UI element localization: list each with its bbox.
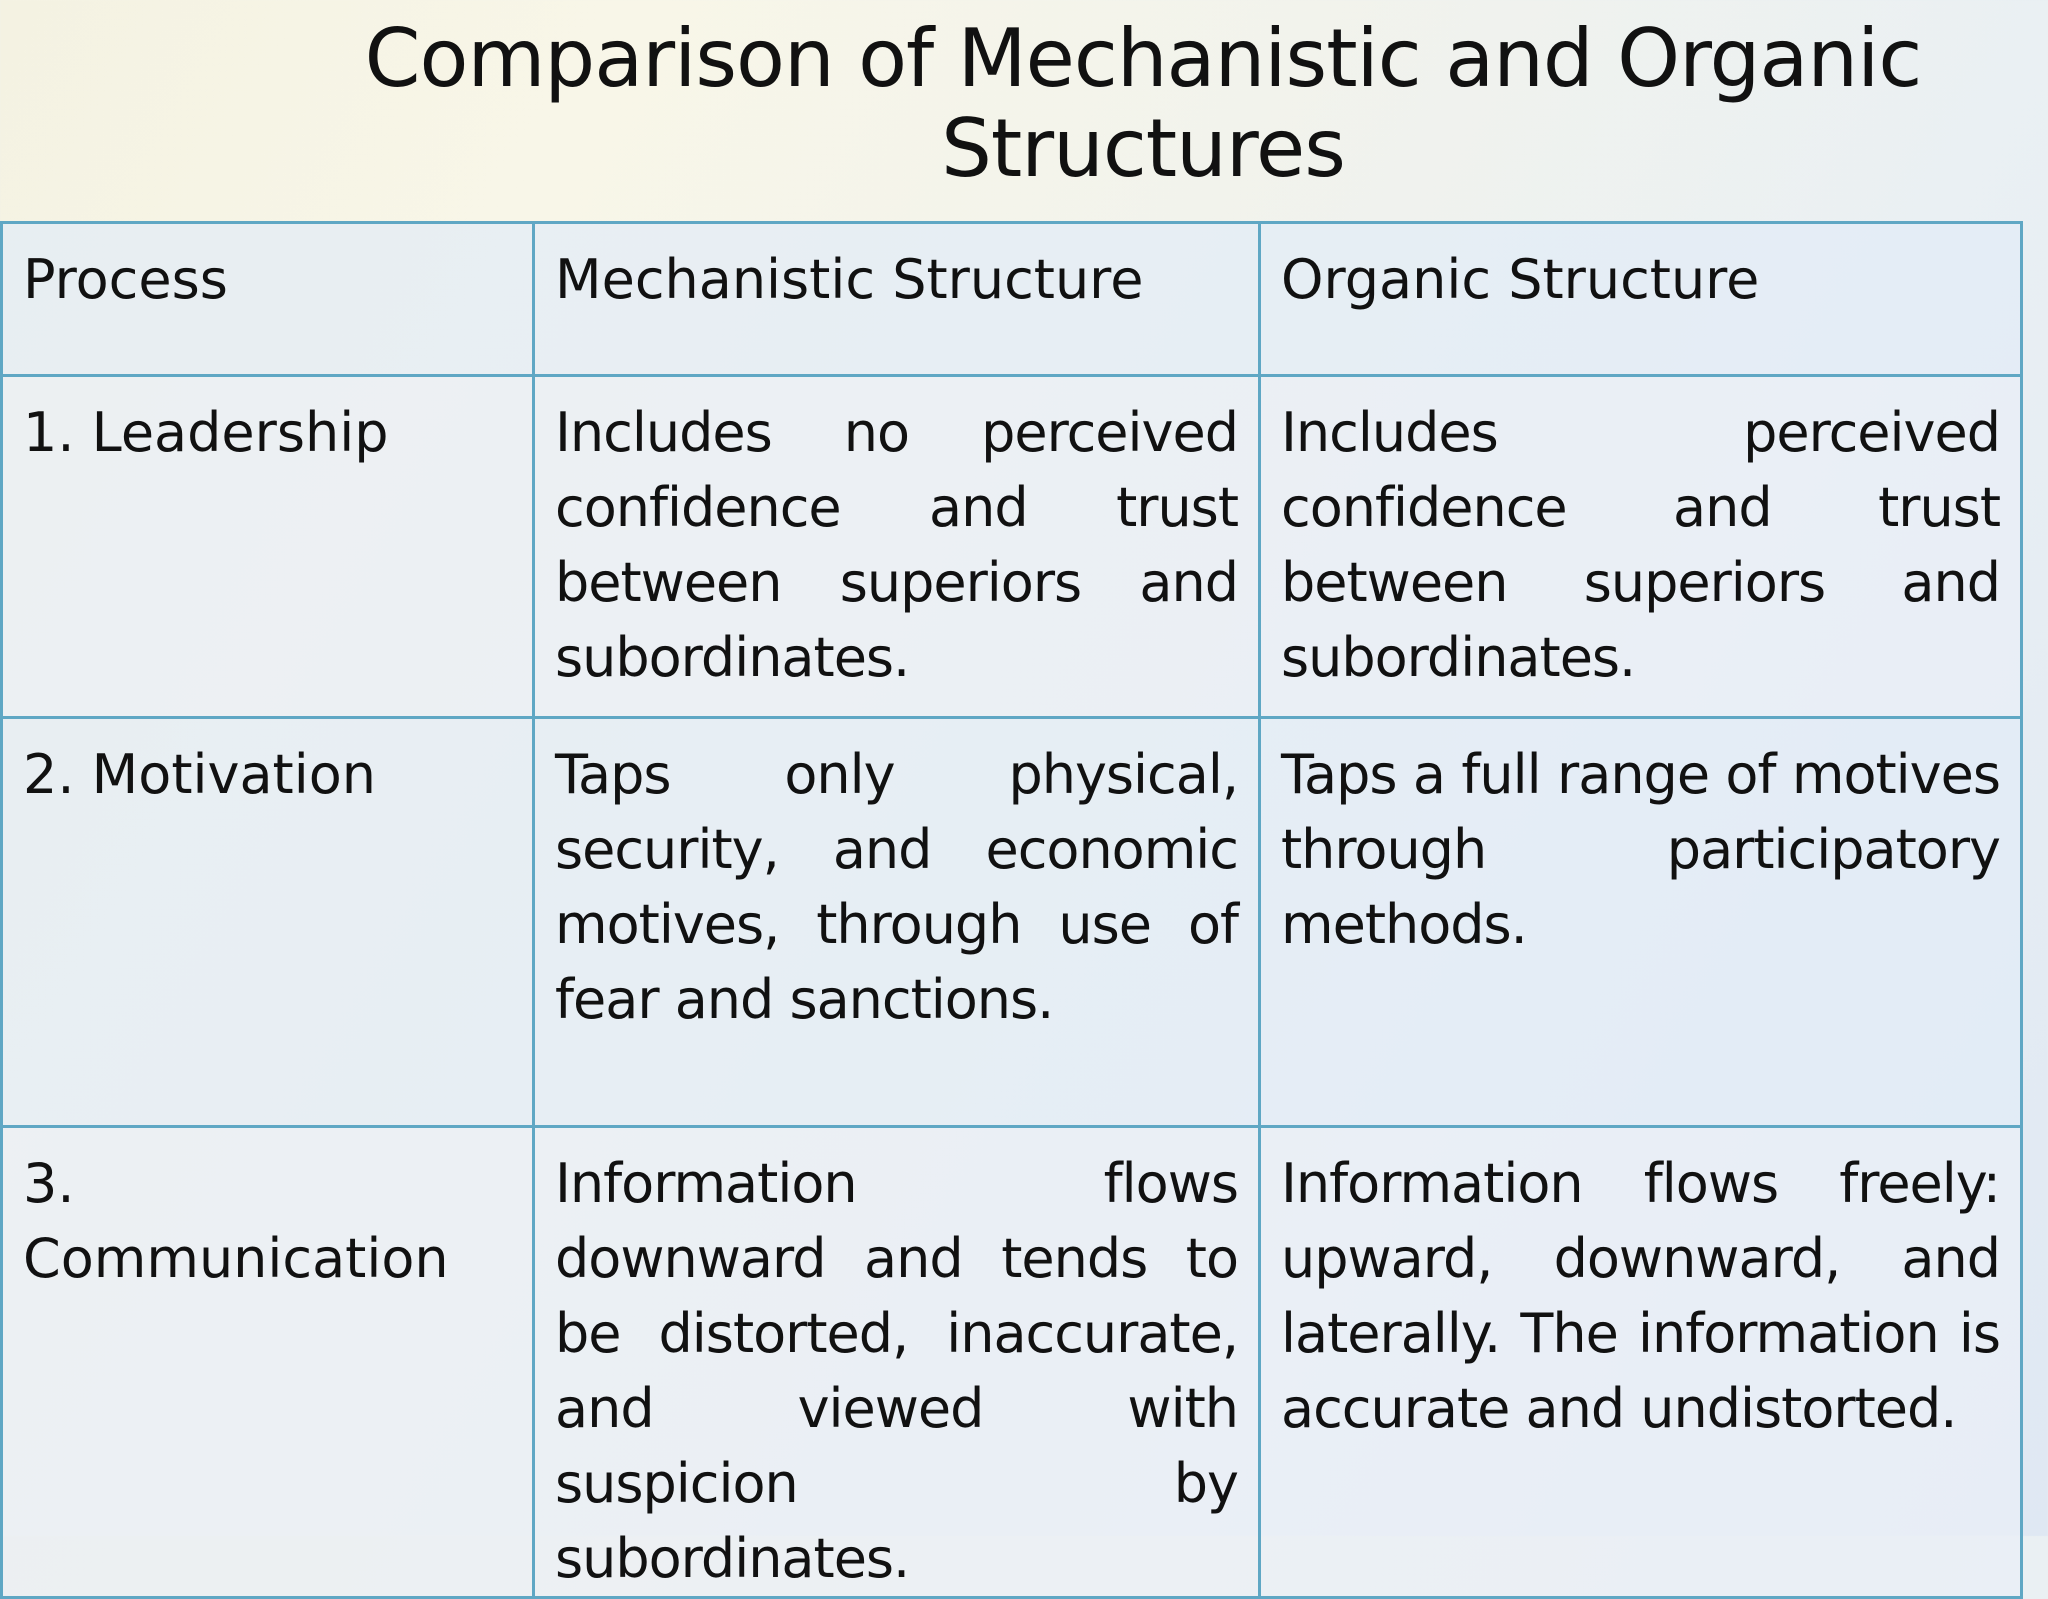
organic-cell: Includes perceived confidence and trust …	[1258, 374, 2023, 719]
header-mechanistic: Mechanistic Structure	[532, 221, 1261, 377]
header-organic: Organic Structure	[1258, 221, 2023, 377]
process-cell: 2. Motivation	[0, 716, 535, 1128]
organic-cell: Taps a full range of motives through par…	[1258, 716, 2023, 1128]
table-row: 2. Motivation Taps only physical, securi…	[0, 716, 2023, 1128]
slide-title: Comparison of Mechanistic and Organic St…	[364, 12, 1923, 195]
process-cell: 1. Leadership	[0, 374, 535, 719]
table-row: 1. Leadership Includes no perceived conf…	[0, 374, 2023, 719]
table-header-row: Process Mechanistic Structure Organic St…	[0, 221, 2023, 377]
mechanistic-cell: Taps only physical, security, and econom…	[532, 716, 1261, 1128]
mechanistic-cell: Information flows downward and tends to …	[532, 1125, 1261, 1599]
table-row: 3. Communication Information flows downw…	[0, 1125, 2023, 1599]
mechanistic-cell: Includes no perceived confidence and tru…	[532, 374, 1261, 719]
organic-cell: Information flows freely: upward, downwa…	[1258, 1125, 2023, 1599]
process-cell: 3. Communication	[0, 1125, 535, 1599]
comparison-table: Process Mechanistic Structure Organic St…	[0, 221, 2023, 1599]
header-process: Process	[0, 221, 535, 377]
